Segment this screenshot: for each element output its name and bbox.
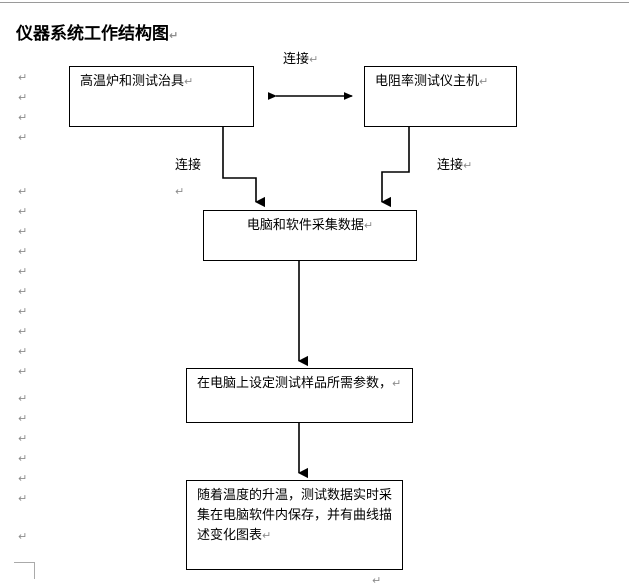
connector-host-to-pc — [381, 127, 410, 208]
pilcrow-mark: ↵ — [463, 159, 473, 172]
flow-node-resistivity-host[interactable]: 电阻率测试仪主机↵ — [364, 66, 517, 127]
flow-node-realtime-collect[interactable]: 随着温度的升温，测试数据实时采集在电脑软件内保存，并有曲线描述变化图表↵ — [186, 480, 403, 570]
pilcrow-mark: ↵ — [18, 111, 28, 124]
pilcrow-mark: ↵ — [372, 574, 382, 585]
flow-node-set-params-label: 在电脑上设定测试样品所需参数，↵ — [197, 376, 402, 391]
pilcrow-mark: ↵ — [18, 432, 28, 445]
pilcrow-mark: ↵ — [18, 412, 28, 425]
flow-node-pc-software[interactable]: 电脑和软件采集数据↵ — [203, 210, 417, 261]
flow-node-furnace-label: 高温炉和测试治具↵ — [80, 74, 194, 89]
page-title: 仪器系统工作结构图↵ — [16, 19, 178, 44]
pilcrow-mark: ↵ — [363, 219, 374, 232]
pilcrow-mark: ↵ — [18, 131, 28, 144]
pilcrow-mark: ↵ — [18, 205, 28, 218]
pilcrow-mark: ↵ — [309, 53, 319, 66]
pilcrow-mark: ↵ — [184, 75, 194, 88]
pilcrow-mark: ↵ — [18, 530, 28, 543]
pilcrow-mark: ↵ — [18, 472, 28, 485]
connector-furnace-to-pc — [222, 127, 265, 208]
pilcrow-mark: ↵ — [18, 365, 28, 378]
pilcrow-mark: ↵ — [18, 305, 28, 318]
pilcrow-mark: ↵ — [18, 265, 28, 278]
pilcrow-mark: ↵ — [392, 377, 402, 390]
page-margin-corner-mark — [14, 562, 35, 579]
pilcrow-mark: ↵ — [18, 185, 28, 198]
edge-label-top-connect: 连接↵ — [283, 52, 319, 67]
flow-node-realtime-collect-label: 随着温度的升温，测试数据实时采集在电脑软件内保存，并有曲线描述变化图表↵ — [197, 488, 393, 543]
flow-node-resistivity-host-label: 电阻率测试仪主机↵ — [375, 74, 489, 89]
edge-label-left-connect: 连接 — [175, 158, 202, 173]
pilcrow-mark: ↵ — [169, 29, 179, 42]
pilcrow-mark: ↵ — [18, 71, 28, 84]
pilcrow-mark: ↵ — [262, 529, 272, 542]
pilcrow-mark: ↵ — [18, 345, 28, 358]
page-top-rule — [0, 2, 629, 3]
pilcrow-mark: ↵ — [18, 392, 28, 405]
flow-node-furnace[interactable]: 高温炉和测试治具↵ — [69, 66, 254, 127]
pilcrow-mark: ↵ — [18, 285, 28, 298]
pilcrow-mark: ↵ — [18, 225, 28, 238]
pilcrow-mark: ↵ — [18, 325, 28, 338]
edge-label-right-connect: 连接↵ — [437, 158, 473, 173]
pilcrow-mark: ↵ — [479, 75, 489, 88]
pilcrow-mark: ↵ — [18, 91, 28, 104]
pilcrow-mark: ↵ — [18, 245, 28, 258]
pilcrow-mark: ↵ — [18, 452, 28, 465]
pilcrow-mark: ↵ — [175, 185, 185, 198]
pilcrow-mark: ↵ — [18, 492, 28, 505]
page-title-text: 仪器系统工作结构图 — [16, 24, 169, 44]
flow-node-set-params[interactable]: 在电脑上设定测试样品所需参数，↵ — [186, 368, 413, 423]
flow-node-pc-software-label: 电脑和软件采集数据↵ — [246, 218, 374, 233]
